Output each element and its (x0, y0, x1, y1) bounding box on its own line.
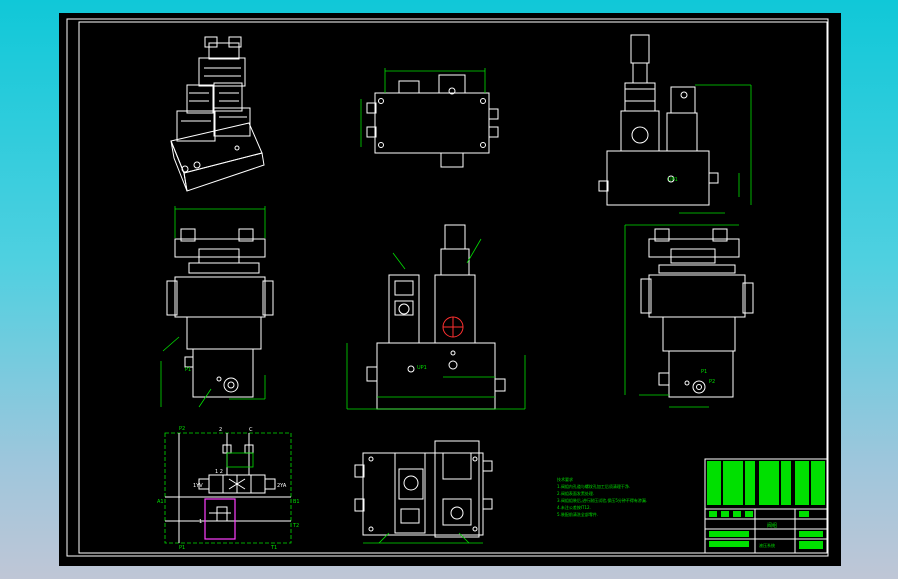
label-p2: P2 (179, 426, 185, 432)
label-n1: 1 (199, 519, 202, 525)
label-n2: 2 (219, 427, 222, 433)
hydraulic-schematic: P2 A1 B1 T2 P1 T1 1 2 1YV 2YA 1 2 C (157, 426, 300, 551)
label-n12: 1 2 (215, 469, 223, 475)
drawing-sheet: UP1 P1 (59, 13, 841, 566)
front-view-center: UP1 (346, 224, 526, 410)
label-p1-left: P1 (185, 367, 191, 373)
label-yv1: 1YV (193, 483, 203, 489)
label-p1: P1 (179, 545, 185, 551)
title-drawing-name: 阀组 (767, 522, 777, 529)
label-up1b: UP1 (417, 365, 427, 371)
side-view-right: P1 P2 (624, 224, 754, 408)
notes-line-1: 1.阀组内孔道与螺纹孔加工后须清理干净. (557, 483, 630, 489)
notes-line-4: 4.未注公差按IT12. (557, 504, 591, 510)
front-view-left: P1 (160, 206, 274, 408)
title-company: 液压系统 (759, 542, 775, 548)
label-yv2: 2YA (277, 483, 287, 489)
label-up1: UP1 (668, 177, 678, 183)
technical-notes: 技术要求 1.阀组内孔道与螺纹孔加工后须清理干净. 2.阀组表面发黑处理. 3.… (557, 476, 647, 517)
isometric-view (170, 36, 265, 192)
label-a1: A1 (157, 499, 164, 505)
notes-line-3: 3.阀组组装后,进行耐压试验,保压5分钟不得有渗漏. (557, 497, 647, 503)
label-t2: T2 (292, 523, 299, 529)
top-view (360, 68, 499, 168)
outer-frame (66, 18, 829, 557)
side-view-top-right: UP1 (598, 34, 752, 214)
notes-line-5: 5.装配前清洗全部零件. (557, 511, 598, 517)
bottom-view (354, 440, 493, 544)
inner-frame (78, 21, 828, 554)
label-c: C (249, 427, 253, 433)
label-p1-right: P1 (701, 369, 707, 375)
notes-line-2: 2.阀组表面发黑处理. (557, 490, 594, 496)
notes-title: 技术要求 (557, 476, 573, 482)
cad-drawing: UP1 P1 (66, 18, 829, 557)
title-block: 阀组 液压系统 (704, 458, 828, 554)
label-b1: B1 (293, 499, 300, 505)
label-t1: T1 (270, 545, 277, 551)
label-p2-right: P2 (709, 379, 715, 385)
